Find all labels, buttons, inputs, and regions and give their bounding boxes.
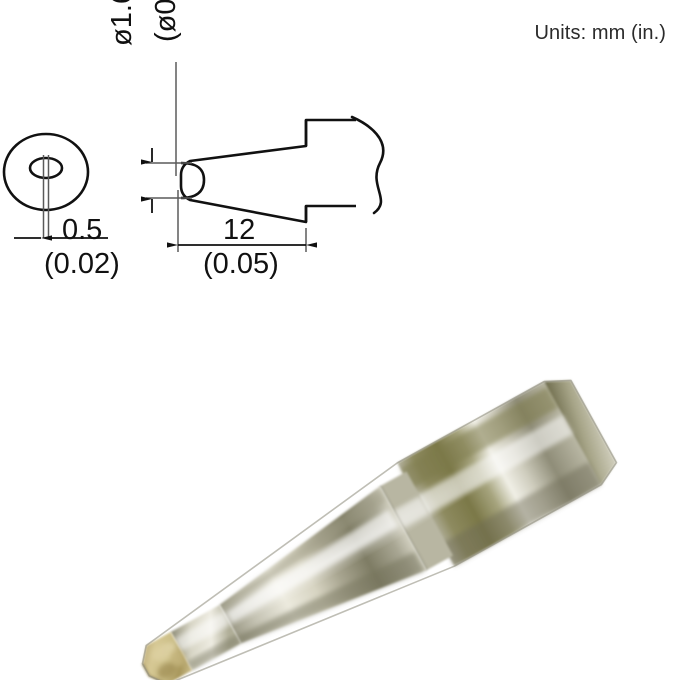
dimension-label-thickness-imperial: (0.02) (44, 248, 120, 280)
gold-tip-solder-blob-b (157, 662, 177, 679)
cone-lower-shading (237, 551, 426, 643)
shank-olive-band (400, 386, 559, 490)
units-label: Units: mm (in.) (534, 22, 666, 44)
technical-drawing-panel: Units: mm (in.) (0, 0, 680, 330)
side-view-break-line (350, 115, 385, 215)
product-photo-panel (0, 330, 680, 680)
dimension-label-length-imperial: (0.05) (203, 248, 279, 280)
dimension-label-thickness-metric: 0.5 (62, 214, 103, 246)
global-specular-sheen (151, 454, 519, 660)
dimension-tip-diameter-group (141, 62, 192, 213)
side-view-chisel-bevel (180, 161, 206, 200)
end-view-outer-circle (2, 132, 90, 212)
dimension-tip-length-group (167, 190, 317, 252)
end-view-group (2, 132, 90, 238)
tip-body-group (141, 379, 618, 680)
dimension-label-diameter-imperial: (ø0.06) (150, 0, 182, 42)
shank-lower-shadow (441, 461, 602, 567)
tip-neck-shadow (187, 634, 241, 671)
dimension-label-diameter-metric: ø1.6 (106, 0, 138, 46)
tip-silhouette-outline (141, 379, 618, 680)
shank-end-cap (544, 380, 617, 485)
drawing-vector-layer (2, 62, 385, 252)
side-view-upper-contour (179, 118, 356, 176)
side-view-lower-contour (179, 185, 356, 224)
end-view-chisel-face-oval (28, 156, 64, 180)
dimension-label-length-metric: 12 (223, 214, 256, 246)
side-view-group (179, 115, 385, 224)
soldering-tip-photo (141, 379, 618, 680)
